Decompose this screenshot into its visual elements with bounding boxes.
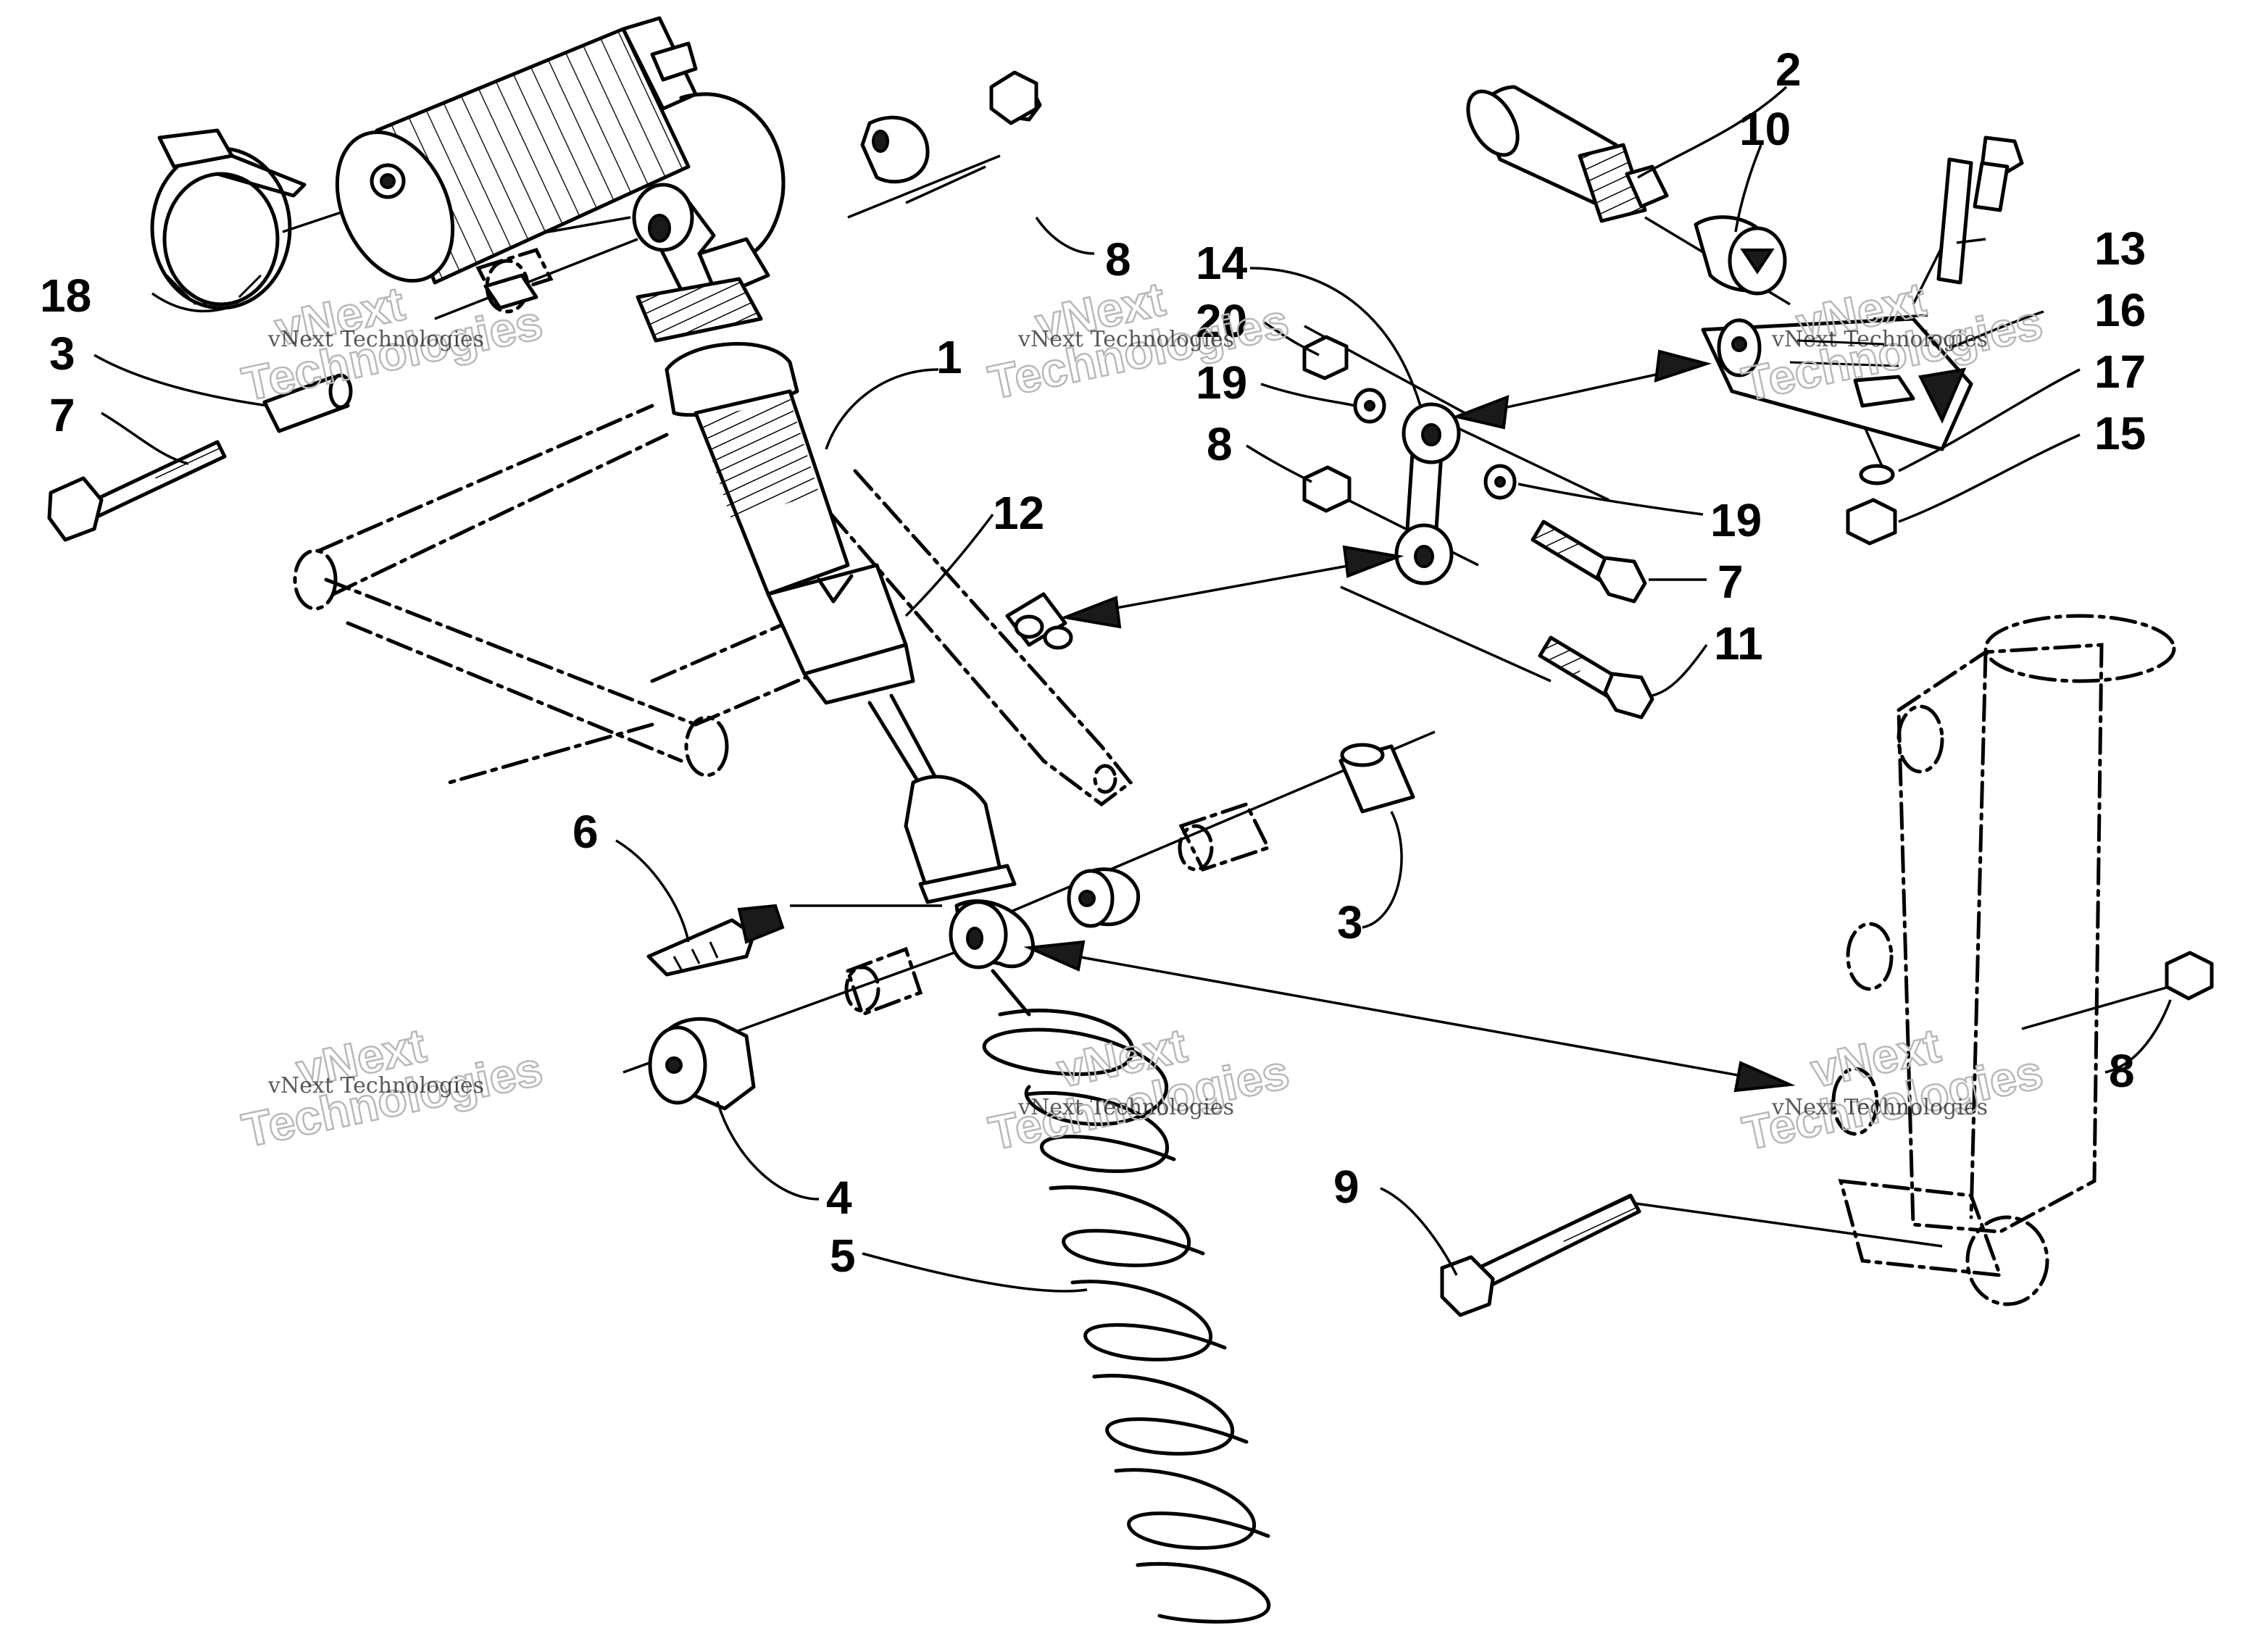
callout-17: 17: [2094, 346, 2146, 398]
watermark-small-5: vNext Technologies: [1017, 1095, 1234, 1120]
bushing-4: [648, 946, 923, 1111]
callout-12: 12: [993, 487, 1044, 539]
callout-7-mid: 7: [1717, 556, 1744, 608]
callout-8-mid: 8: [1207, 418, 1233, 470]
nut-top: [989, 70, 1038, 125]
callout-4: 4: [826, 1172, 852, 1224]
coil-spring: [982, 1009, 1271, 1624]
spacer-lower: [1067, 743, 1415, 928]
bolt-7-mid: [1531, 520, 1647, 604]
callout-1: 1: [936, 331, 962, 383]
callout-20: 20: [1196, 295, 1247, 347]
callout-13: 13: [2094, 222, 2146, 275]
callout-8-top: 8: [1105, 233, 1131, 285]
watermark-small-2: vNext Technologies: [1017, 327, 1234, 352]
watermark-small-4: vNext Technologies: [267, 1073, 484, 1098]
nut-right: [2165, 951, 2214, 1001]
spacer-upper: [262, 373, 353, 433]
callout-8-right: 8: [2109, 1045, 2135, 1097]
callout-6: 6: [572, 806, 599, 858]
bolt-11: [1538, 635, 1654, 719]
adjuster-assembly: [1466, 85, 1787, 296]
callout-2: 2: [1775, 43, 1802, 96]
washer-19-right: [1483, 464, 1517, 500]
bracket-phantom: [817, 469, 1133, 807]
watermark-small-6: vNext Technologies: [1771, 1095, 1988, 1120]
washer-19-left: [1353, 388, 1386, 424]
shock-absorber: [632, 183, 1017, 904]
spindle-phantom: [1831, 614, 2176, 1306]
a-arm-phantom: [293, 404, 901, 785]
nut-20: [1302, 335, 1349, 380]
shock-reservoir: [335, 16, 786, 285]
callout-5: 5: [830, 1230, 856, 1282]
hose-clamp: [150, 128, 307, 310]
watermark-5: vNext Technologies: [983, 1017, 1294, 1161]
relationship-arrows: [1023, 349, 1796, 1093]
nut-15: [1846, 498, 1897, 546]
link-rod: [1394, 402, 1461, 585]
upper-bushings: [475, 81, 1042, 314]
callout-10: 10: [1739, 103, 1791, 155]
callout-16: 16: [2094, 284, 2146, 336]
clevis-bracket: [1701, 317, 1973, 451]
callout-15: 15: [2094, 407, 2146, 459]
callout-19-right: 19: [1710, 494, 1762, 546]
callout-19-left: 19: [1196, 356, 1247, 409]
grease-fitting: [646, 904, 785, 977]
callout-numbers: 1 2 10 13 16 17 15 8 18 3 7 14 20 19 8 1…: [40, 43, 2146, 1282]
callout-3-lower: 3: [1337, 896, 1363, 948]
callout-18: 18: [40, 270, 91, 322]
callout-11: 11: [1714, 617, 1763, 669]
callout-leaders: [93, 85, 2172, 1293]
watermark-small-1: vNext Technologies: [267, 327, 484, 352]
callout-3-upper: 3: [49, 328, 75, 380]
callout-9: 9: [1333, 1161, 1359, 1213]
washer-17: [1859, 464, 1895, 485]
watermark-small-3: vNext Technologies: [1771, 327, 1988, 352]
callout-7-upper: 7: [49, 389, 75, 441]
callout-14: 14: [1196, 237, 1248, 289]
assembly-centerlines: [282, 154, 2175, 1248]
bolt-upper-left: [47, 440, 227, 542]
shock-lower-eye: [949, 899, 1035, 1017]
nut-8-mid: [1302, 465, 1352, 513]
bolt-9: [1440, 1193, 1641, 1317]
bolt-13: [1936, 135, 2024, 285]
